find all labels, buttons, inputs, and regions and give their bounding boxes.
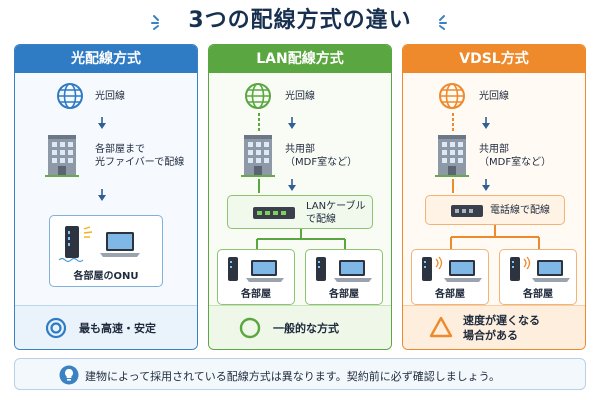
connection-line <box>452 179 454 193</box>
column-vdsl: VDSL方式 光回線 共用部 （MDF室など） <box>402 44 586 350</box>
onu-device-icon <box>228 257 238 281</box>
building-label: 共用部 （MDF室など） <box>285 144 358 168</box>
globe-icon <box>439 83 465 109</box>
onu-device-icon <box>510 257 520 281</box>
laptop-icon <box>334 260 372 282</box>
arrow-down-icon <box>98 189 106 201</box>
wifi-signal-icon <box>523 256 531 270</box>
building-label: 共用部 （MDF室など） <box>479 144 552 168</box>
connection-line <box>452 113 454 131</box>
double-circle-icon <box>45 317 67 339</box>
building-icon <box>45 135 79 177</box>
connection-line <box>258 179 260 193</box>
device-label: LANケーブル で配線 <box>306 201 366 225</box>
connection-line <box>258 113 260 131</box>
laptop-icon <box>100 232 140 257</box>
switch-box: LANケーブル で配線 <box>227 195 373 229</box>
branch-lines <box>256 229 346 251</box>
arrow-down-icon <box>288 179 296 191</box>
globe-icon <box>245 83 271 109</box>
globe-icon <box>57 83 83 109</box>
onu-device-icon <box>422 257 432 281</box>
signal-icon <box>83 226 93 238</box>
note-text: 建物によって採用されている配線方式は異なります。契約前に必ず確認しましょう。 <box>85 370 501 383</box>
result-label: 速度が遅くなる 場合がある <box>463 314 540 342</box>
column-header: LAN配線方式 <box>209 45 391 73</box>
device-label: 電話線で配線 <box>490 205 550 216</box>
room-label: 各部屋 <box>435 289 465 300</box>
triangle-icon <box>429 316 453 338</box>
building-label: 各部屋まで 光ファイバーで配線 <box>95 144 185 168</box>
title-area: 3つの配線方式の違い <box>0 4 600 38</box>
lightbulb-icon <box>59 365 79 385</box>
onu-device-icon <box>316 257 326 281</box>
device-label: 各部屋のONU <box>73 271 139 282</box>
result-label: 一般的な方式 <box>273 322 339 335</box>
laptop-icon <box>532 260 570 282</box>
result-footer: 最も高速・安定 <box>15 305 197 349</box>
result-label: 最も高速・安定 <box>79 322 156 335</box>
line-label: 光回線 <box>479 91 509 102</box>
onu-box: 各部屋のONU <box>49 215 163 287</box>
laptop-icon <box>246 260 284 282</box>
telephone-box: 電話線で配線 <box>425 195 565 225</box>
wifi-signal-icon <box>435 256 443 270</box>
room-label: 各部屋 <box>523 289 553 300</box>
room-label: 各部屋 <box>241 289 271 300</box>
room-label: 各部屋 <box>329 289 359 300</box>
branch-lines <box>450 225 540 251</box>
line-label: 光回線 <box>95 91 125 102</box>
arrow-down-icon <box>482 179 490 191</box>
sparkle-right-icon <box>439 15 447 30</box>
sparkle-left-icon <box>151 15 159 30</box>
column-fiber: 光配線方式 光回線 各部屋まで 光ファイバーで配線 <box>14 44 198 350</box>
result-footer: 一般的な方式 <box>209 305 391 349</box>
room-box-right: 各部屋 <box>499 249 577 305</box>
line-label: 光回線 <box>285 91 315 102</box>
wave-icon <box>58 257 84 263</box>
page-title: 3つの配線方式の違い <box>188 8 412 33</box>
laptop-icon <box>444 260 482 282</box>
building-icon <box>241 135 275 177</box>
column-lan: LAN配線方式 光回線 共用部 （MDF室など） <box>208 44 392 350</box>
arrow-down-icon <box>98 117 106 129</box>
room-box-left: 各部屋 <box>217 249 295 305</box>
circle-icon <box>239 317 261 339</box>
building-icon <box>435 135 469 177</box>
info-note: 建物によって採用されている配線方式は異なります。契約前に必ず確認しましょう。 <box>14 358 586 390</box>
column-header: VDSL方式 <box>403 45 585 73</box>
arrow-down-icon <box>288 117 296 129</box>
telephone-hub-icon <box>451 205 483 217</box>
room-box-left: 各部屋 <box>411 249 489 305</box>
room-box-right: 各部屋 <box>305 249 383 305</box>
column-header: 光配線方式 <box>15 45 197 73</box>
lan-switch-icon <box>253 207 295 219</box>
onu-device-icon <box>65 226 79 258</box>
result-footer: 速度が遅くなる 場合がある <box>403 305 585 349</box>
arrow-down-icon <box>482 117 490 129</box>
